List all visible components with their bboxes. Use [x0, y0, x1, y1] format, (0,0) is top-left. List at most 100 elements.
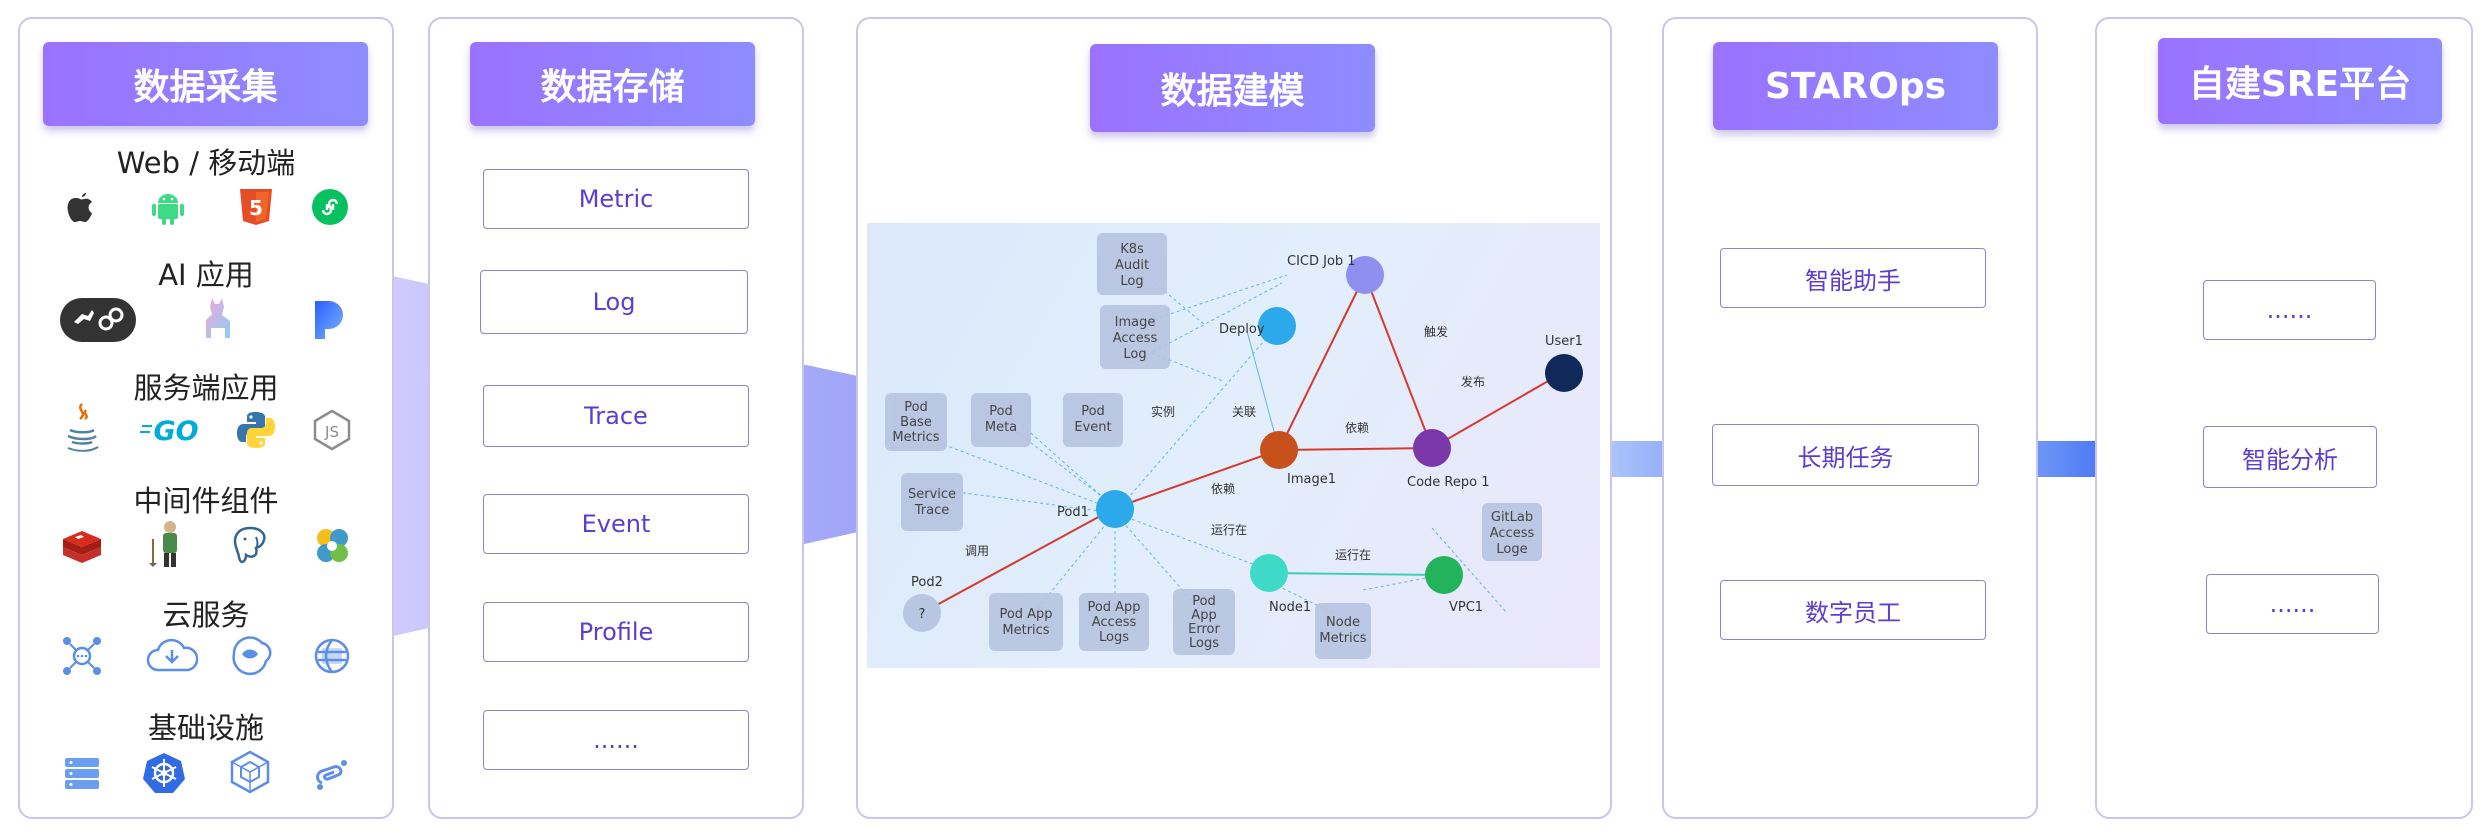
graph-box-text: Pod: [989, 404, 1013, 419]
tomcat-icon: [146, 521, 190, 567]
graph-box-text: Trace: [914, 503, 950, 518]
graph-box-text: Access: [1092, 615, 1137, 630]
graph-node-node1: [1250, 554, 1288, 592]
graph-box-text: Error: [1188, 622, 1220, 637]
dify-icon: [60, 298, 136, 342]
llama-icon: [196, 296, 240, 340]
storage-item-more[interactable]: ......: [483, 710, 749, 770]
kafka-icon: [310, 524, 354, 568]
graph-box-text: Audit: [1115, 258, 1149, 273]
storage-header: 数据存储: [470, 42, 755, 126]
category-label-web-mobile: Web / 移动端: [116, 146, 296, 180]
sre-panel: [2095, 17, 2473, 819]
graph-box-text: GitLab: [1491, 510, 1533, 525]
storage-item-event[interactable]: Event: [483, 494, 749, 554]
graph-box-text: Logs: [1099, 630, 1129, 645]
sre-item-more-bottom[interactable]: ......: [2206, 574, 2379, 634]
graph-box-text: Pod App: [1087, 600, 1140, 615]
modeling-header: 数据建模: [1090, 44, 1375, 132]
graph-node-user1: [1545, 354, 1583, 392]
graph-box-text: Log: [1120, 274, 1143, 289]
graph-edge-label: 运行在: [1335, 548, 1371, 562]
apple-icon: [58, 185, 102, 229]
graph-node-image1: [1260, 431, 1298, 469]
graph-box-text: Pod: [1192, 594, 1216, 609]
cloud-compute-icon: [146, 634, 198, 678]
starops-header: STAROps: [1713, 42, 1998, 130]
graph-node-cicd: [1346, 256, 1384, 294]
graph-box-text: App: [1191, 608, 1216, 623]
cloud-database-icon: [228, 632, 272, 676]
redis-icon: [60, 524, 104, 568]
storage-item-profile[interactable]: Profile: [483, 602, 749, 662]
go-icon: GO: [140, 408, 208, 452]
graph-node-pod1: [1096, 490, 1134, 528]
graph-edge-label: 调用: [965, 544, 989, 558]
graph-edge-label: 依赖: [1211, 481, 1235, 496]
graph-box-text: Image: [1115, 315, 1156, 330]
svg-text:GO: GO: [153, 416, 198, 447]
graph-box-text: Meta: [985, 420, 1017, 435]
graph-node-label: Deploy: [1219, 322, 1265, 337]
cloud-storage-icon: [310, 634, 354, 678]
graph-edge-label: 关联: [1232, 405, 1256, 419]
nodejs-icon: JS: [310, 408, 354, 452]
graph-box-text: Base: [900, 415, 932, 430]
svg-text:JS: JS: [324, 423, 339, 441]
graph-box-text: Access: [1113, 331, 1158, 346]
graph-node-label: Image1: [1287, 472, 1336, 487]
graph-edge-label: 触发: [1424, 324, 1448, 339]
android-icon: [146, 185, 190, 229]
category-label-server-app: 服务端应用: [133, 371, 279, 405]
container-icon: [228, 750, 272, 794]
storage-item-log[interactable]: Log: [480, 270, 748, 334]
coze-icon: [308, 298, 352, 342]
graph-node-label: Node1: [1269, 600, 1311, 615]
miniprogram-icon: [308, 185, 352, 229]
network-link-icon: [310, 752, 354, 796]
graph-box-text: Log: [1123, 347, 1146, 362]
graph-node-vpc1: [1425, 556, 1463, 594]
sre-item-smart-analysis[interactable]: 智能分析: [2203, 426, 2377, 488]
category-label-ai-app: AI 应用: [158, 258, 254, 292]
server-icon: [60, 752, 104, 796]
postgresql-icon: [228, 524, 272, 568]
collection-header: 数据采集: [43, 42, 368, 126]
html5-icon: 5: [234, 185, 278, 229]
category-label-infrastructure: 基础设施: [147, 711, 264, 745]
graph-edge-label: 依赖: [1345, 420, 1369, 435]
graph-node-coderepo: [1413, 429, 1451, 467]
graph-edge-label: 实例: [1151, 404, 1175, 419]
graph-node-label: Code Repo 1: [1407, 475, 1489, 490]
sre-header: 自建SRE平台: [2158, 38, 2442, 124]
graph-edge-label: 发布: [1461, 374, 1485, 389]
graph-node-label: User1: [1545, 334, 1583, 349]
starops-item-assistant[interactable]: 智能助手: [1720, 248, 1986, 308]
python-icon: [234, 408, 278, 452]
graph-box-text: Access: [1490, 526, 1535, 541]
graph-node-label: CICD Job 1: [1287, 254, 1356, 269]
graph-node-deploy: [1258, 307, 1296, 345]
graph-box-text: Pod: [904, 400, 928, 415]
graph-node-pod2: [903, 594, 941, 632]
graph-box-text: Loge: [1496, 542, 1527, 557]
cloud-network-icon: [60, 634, 104, 678]
graph-node-pod2-glyph: ?: [919, 607, 926, 622]
graph-box-text: K8s: [1120, 242, 1144, 257]
graph-node-label: Pod1: [1057, 505, 1089, 520]
graph-box-text: Logs: [1189, 636, 1219, 651]
starops-item-digital-worker[interactable]: 数字员工: [1720, 580, 1986, 640]
starops-item-long-task[interactable]: 长期任务: [1712, 424, 1979, 486]
graph-box-text: Event: [1074, 420, 1111, 435]
category-label-cloud: 云服务: [162, 598, 250, 632]
graph-box-text: Pod App: [999, 607, 1052, 622]
sre-item-more-top[interactable]: ......: [2203, 280, 2376, 340]
storage-item-trace[interactable]: Trace: [483, 385, 749, 447]
knowledge-graph: K8s Audit Log Image Access Log Pod Base …: [867, 223, 1600, 668]
graph-box-text: Metrics: [1002, 623, 1049, 638]
starops-panel: [1662, 17, 2038, 819]
java-icon: [60, 403, 104, 452]
storage-item-metric[interactable]: Metric: [483, 169, 749, 229]
category-label-middleware: 中间件组件: [133, 484, 279, 518]
kubernetes-icon: [142, 750, 186, 794]
